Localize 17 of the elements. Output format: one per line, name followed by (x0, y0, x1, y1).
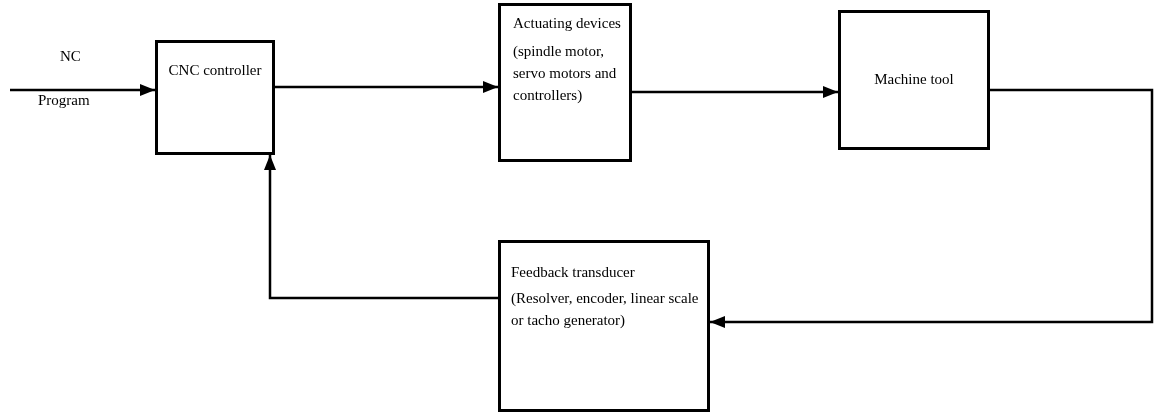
process-box (498, 3, 632, 162)
signal-label: NC (60, 48, 81, 65)
arrow (632, 86, 838, 98)
process-box (498, 240, 710, 412)
process-box (155, 40, 275, 155)
box-title: Machine tool (873, 70, 955, 89)
box-description: (Resolver, encoder, linear scale or tacho generator) (511, 289, 700, 330)
arrow (275, 81, 498, 93)
signal-label: Program (38, 92, 90, 109)
box-description: (spindle motor, servo motors and controllers) (513, 42, 618, 105)
box-title: Actuating devices (513, 14, 622, 33)
process-box (838, 10, 990, 150)
box-title: Feedback transducer (511, 263, 636, 282)
arrow (710, 88, 1154, 328)
box-title: CNC controller (167, 61, 263, 80)
arrow (264, 155, 498, 300)
arrow (10, 84, 155, 96)
